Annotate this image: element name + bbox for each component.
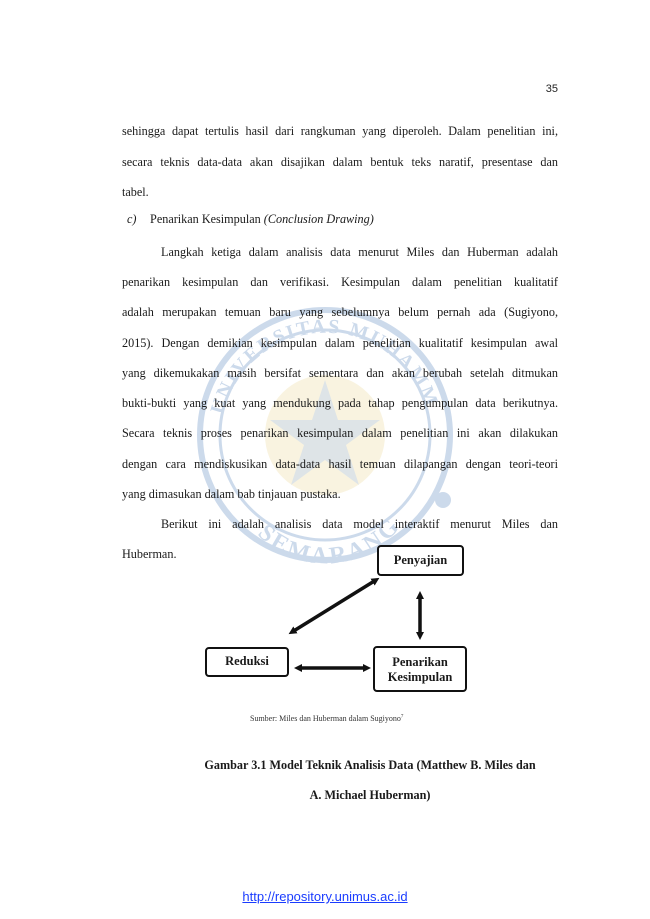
paragraph-3-line: Berikut ini adalah analisis data model i… — [161, 517, 558, 531]
figure-caption-line2: A. Michael Huberman) — [309, 788, 431, 802]
diagram-box-reduksi: Reduksi — [205, 647, 289, 677]
diagram-box-penarikan-kesimpulan: Penarikan Kesimpulan — [373, 646, 467, 692]
section-title-italic: (Conclusion Drawing) — [263, 212, 374, 226]
paragraph-1-line: sehingga dapat tertulis hasil dari rangk… — [122, 124, 558, 138]
page-number: 35 — [545, 83, 558, 95]
section-heading-c: c) Penarikan Kesimpulan (Conclusion Draw… — [127, 212, 374, 227]
paragraph-2-line: dengan cara mendiskusikan data-data hasi… — [122, 457, 558, 471]
paragraph-2-line: adalah merupakan temuan baru yang sebelu… — [122, 305, 558, 319]
section-title: Penarikan Kesimpulan — [150, 212, 261, 226]
penarikan-label-line2: Kesimpulan — [387, 670, 453, 684]
paragraph-1-line: tabel. — [122, 185, 149, 199]
paragraph-3-line: Huberman. — [122, 547, 177, 561]
paragraph-2-line: Secara teknis proses penarikan kesimpula… — [122, 426, 558, 440]
section-marker: c) — [127, 212, 137, 226]
paragraph-2-line: yang dikemukakan masih bersifat sementar… — [122, 366, 558, 380]
paragraph-1-line: secara teknis data-data akan disajikan d… — [122, 155, 558, 169]
paragraph-2-line: yang dimasukan dalam bab tinjauan pustak… — [122, 487, 341, 501]
figure-caption-line1: Gambar 3.1 Model Teknik Analisis Data (M… — [204, 758, 536, 772]
penarikan-label-line1: Penarikan — [392, 655, 448, 669]
paragraph-2-line: 2015). Dengan demikian kesimpulan dalam … — [122, 336, 558, 350]
paragraph-2-line: Langkah ketiga dalam analisis data menur… — [161, 245, 558, 259]
diagram-box-penyajian: Penyajian — [377, 545, 464, 576]
repository-link[interactable]: http://repository.unimus.ac.id — [242, 889, 408, 904]
diagram-source-text: Sumber: Miles dan Huberman dalam Sugiyon… — [250, 714, 401, 723]
paragraph-2-line: penarikan kesimpulan dan verifikasi. Kes… — [122, 275, 558, 289]
paragraph-2-line: bukti-bukti yang kuat yang mendukung pad… — [122, 396, 558, 410]
arrow-penyajian-reduksi — [288, 577, 380, 635]
diagram-source: Sumber: Miles dan Huberman dalam Sugiyon… — [250, 714, 404, 723]
